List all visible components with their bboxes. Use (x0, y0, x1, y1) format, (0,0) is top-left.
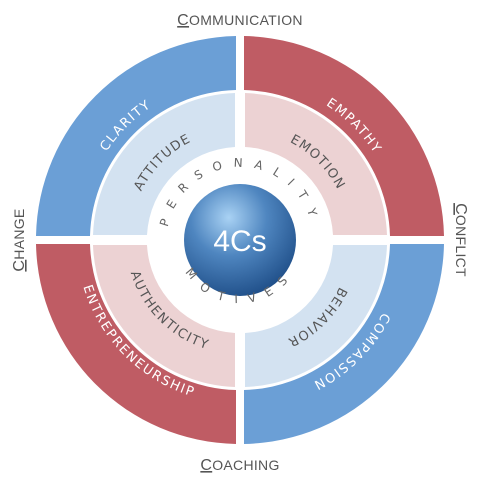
label-change: CHANGE (11, 208, 28, 271)
center-label: 4Cs (213, 225, 266, 258)
outer-quadrant-compassion (244, 244, 444, 444)
label-coaching: COACHING (200, 457, 279, 474)
label-communication: COMMUNICATION (177, 12, 303, 29)
outer-quadrant-clarity (36, 36, 236, 236)
outer-quadrant-empathy (244, 36, 444, 236)
inner-quadrant-behavior (245, 245, 387, 387)
inner-quadrant-emotion (245, 93, 387, 235)
separator-cross (236, 30, 244, 90)
inner-quadrant-authenticity (93, 245, 235, 387)
outer-quadrant-entrepreneurship (36, 244, 236, 444)
center-sphere (184, 184, 296, 296)
label-conflict: CONFLICT (452, 203, 469, 277)
inner-quadrant-attitude (93, 93, 235, 235)
